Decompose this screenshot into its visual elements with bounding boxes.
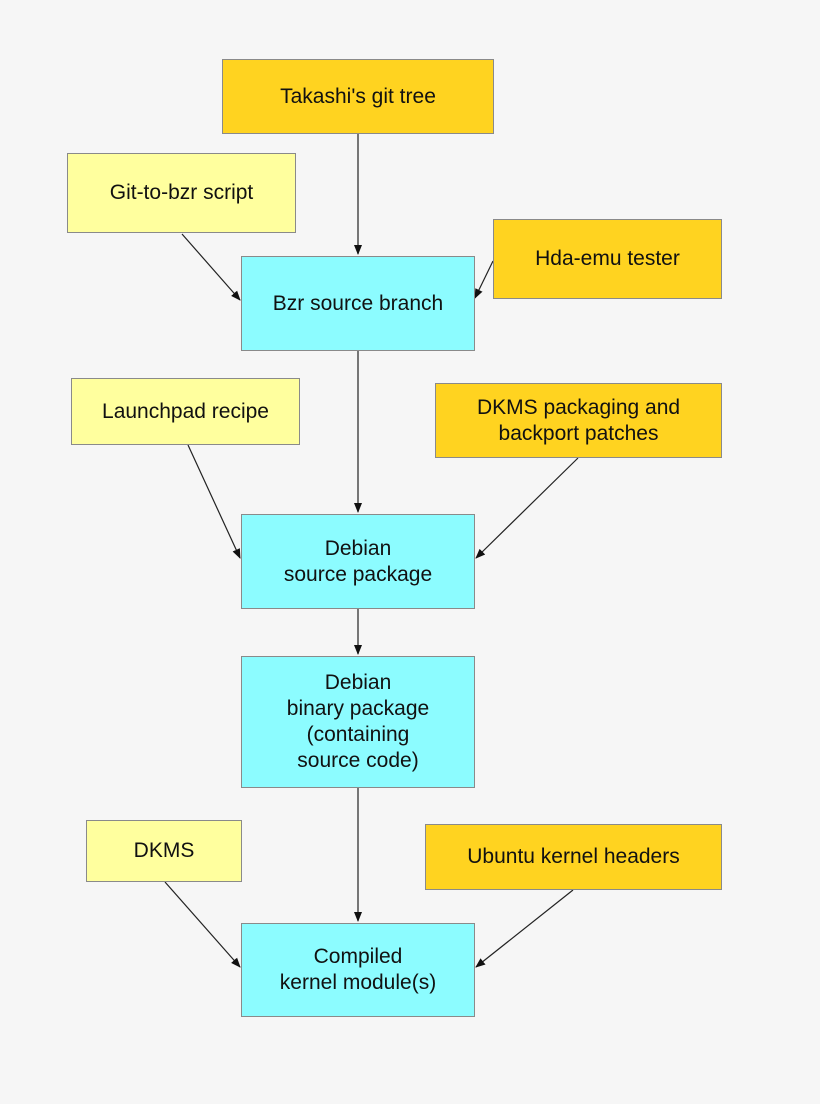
node-label: Bzr source branch (272, 291, 444, 315)
edge-dkmspkg-to-debsrc (475, 457, 579, 559)
node-label: Takashi's git tree (280, 84, 436, 108)
node-label: DKMS (133, 839, 195, 862)
edge-hdaemu-to-bzr (474, 260, 494, 299)
node-compiled-kernel-modules: Compiled kernel module(s) (241, 923, 475, 1017)
node-hda-emu-tester: Hda-emu tester (493, 219, 722, 299)
edge-launchpad-to-debsrc (187, 444, 241, 559)
edge-dkms-to-compiled (164, 881, 241, 968)
node-label: Git-to-bzr script (109, 181, 254, 204)
node-label: Ubuntu kernel headers (467, 845, 680, 868)
node-debian-source-package: Debian source package (241, 514, 475, 609)
node-takashi-git-tree: Takashi's git tree (222, 59, 494, 134)
node-dkms-packaging: DKMS packaging and backport patches (435, 383, 722, 458)
node-label: DKMS packaging and backport patches (476, 395, 681, 445)
node-label: Debian binary package (containing source… (286, 671, 430, 772)
edge-gittobzr-to-bzr (181, 233, 241, 301)
node-label: Compiled kernel module(s) (279, 945, 437, 994)
node-bzr-source-branch: Bzr source branch (241, 256, 475, 351)
node-dkms: DKMS (86, 820, 242, 882)
node-launchpad-recipe: Launchpad recipe (71, 378, 300, 445)
node-git-to-bzr-script: Git-to-bzr script (67, 153, 296, 233)
node-label: Hda-emu tester (535, 247, 680, 270)
edge-headers-to-compiled (475, 889, 574, 968)
node-label: Debian source package (283, 536, 433, 586)
node-debian-binary-package: Debian binary package (containing source… (241, 656, 475, 788)
node-label: Launchpad recipe (102, 399, 269, 423)
node-ubuntu-kernel-headers: Ubuntu kernel headers (425, 824, 722, 890)
